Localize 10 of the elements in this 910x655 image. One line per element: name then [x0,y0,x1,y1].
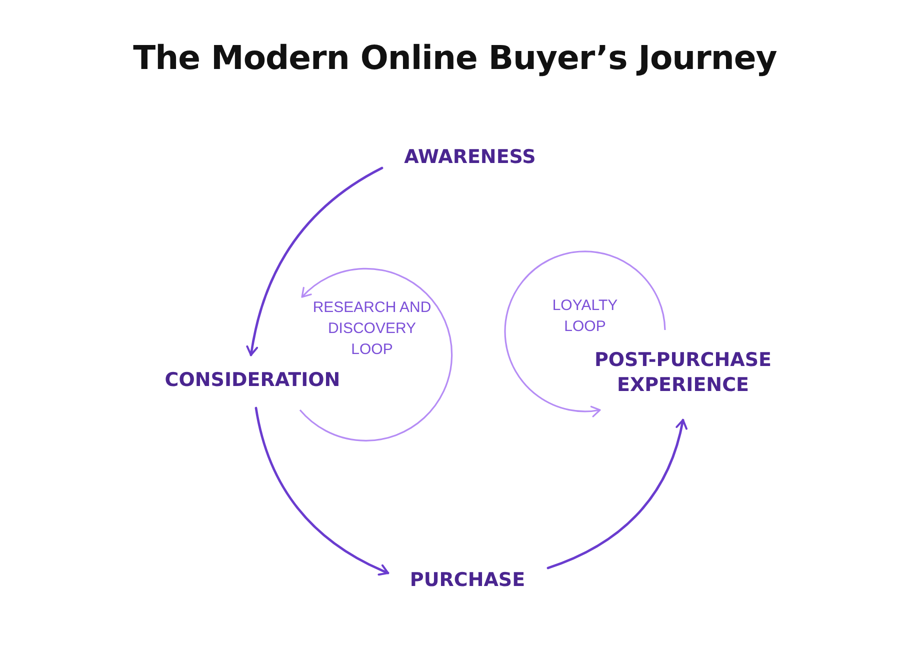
stage-label: CONSIDERATION [150,368,355,393]
arrow [546,418,688,570]
arrow [246,166,384,356]
loop-label: RESEARCH AND DISCOVERY LOOP [308,297,436,360]
loop-label: LOYALTY LOOP [535,295,635,337]
stage-label: AWARENESS [395,145,545,170]
diagram-title: The Modern Online Buyer’s Journey [132,38,778,77]
arrow [254,406,390,576]
stage-label: PURCHASE [400,568,535,593]
stage-label: POST-PURCHASE EXPERIENCE [578,348,788,398]
